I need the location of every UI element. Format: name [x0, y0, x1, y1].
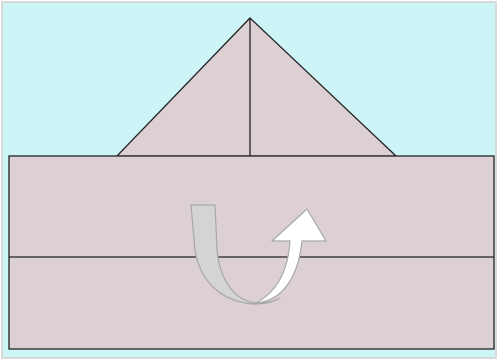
- paper-body: [9, 156, 494, 349]
